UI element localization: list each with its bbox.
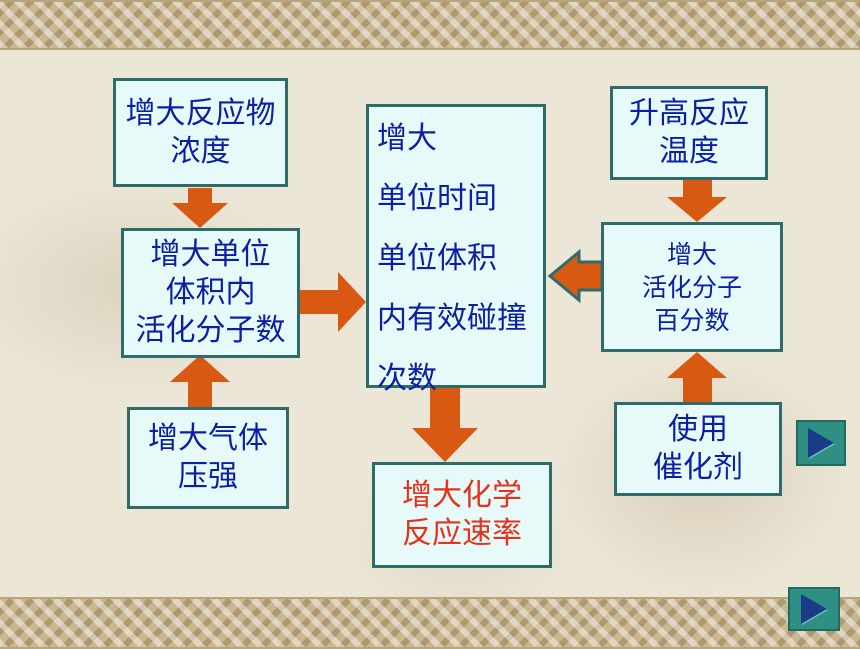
box-increase-active-molecules-per-volume: 增大单位 体积内 活化分子数 bbox=[121, 228, 300, 358]
box-text: 增大化学 bbox=[402, 478, 522, 513]
arrow-active-to-center bbox=[300, 272, 366, 332]
play-button[interactable] bbox=[796, 420, 846, 466]
box-text: 使用 bbox=[668, 412, 728, 447]
decorative-bottom-border bbox=[0, 597, 860, 649]
arrow-catalyst-to-percent bbox=[667, 352, 727, 402]
next-slide-button[interactable] bbox=[788, 587, 840, 631]
box-text: 活化分子 bbox=[641, 272, 742, 302]
box-use-catalyst: 使用 催化剂 bbox=[614, 402, 782, 496]
box-text: 浓度 bbox=[170, 133, 231, 169]
box-increase-active-molecule-percentage: 增大 活化分子 百分数 bbox=[601, 222, 783, 352]
box-text: 活化分子数 bbox=[135, 313, 286, 348]
box-text: 温度 bbox=[659, 134, 719, 169]
arrow-pressure-to-active bbox=[170, 355, 230, 407]
box-raise-temperature: 升高反应 温度 bbox=[610, 86, 768, 180]
play-triangle-icon bbox=[808, 428, 834, 458]
box-text: 反应速率 bbox=[402, 516, 522, 551]
box-text: 催化剂 bbox=[653, 450, 743, 485]
next-arrow-icon bbox=[801, 594, 827, 624]
box-increase-effective-collisions: 增大 单位时间 单位体积 内有效碰撞 次数 bbox=[366, 104, 546, 396]
box-increase-gas-pressure: 增大气体 压强 bbox=[127, 407, 289, 509]
box-text: 内有效碰撞 bbox=[377, 301, 527, 336]
box-text: 体积内 bbox=[165, 275, 256, 310]
box-text: 升高反应 bbox=[629, 96, 749, 131]
decorative-top-border bbox=[0, 0, 860, 50]
arrow-concentration-to-active bbox=[172, 188, 228, 228]
box-text: 压强 bbox=[178, 459, 238, 494]
box-increase-reactant-concentration: 增大反应物 浓度 bbox=[113, 78, 288, 187]
box-text: 增大 bbox=[666, 239, 717, 269]
arrow-center-to-result bbox=[412, 388, 478, 462]
box-text: 增大反应物 bbox=[125, 95, 276, 131]
box-text: 单位体积 bbox=[377, 241, 497, 276]
box-increase-reaction-rate: 增大化学 反应速率 bbox=[372, 462, 552, 568]
box-text: 增大 bbox=[377, 121, 437, 156]
box-text: 百分数 bbox=[654, 305, 730, 335]
box-text: 次数 bbox=[377, 361, 437, 396]
arrow-temperature-to-percent bbox=[667, 180, 727, 222]
box-text: 增大气体 bbox=[148, 421, 268, 456]
box-text: 单位时间 bbox=[377, 181, 497, 216]
box-text: 增大单位 bbox=[150, 237, 271, 272]
arrow-percent-to-center bbox=[547, 248, 604, 304]
